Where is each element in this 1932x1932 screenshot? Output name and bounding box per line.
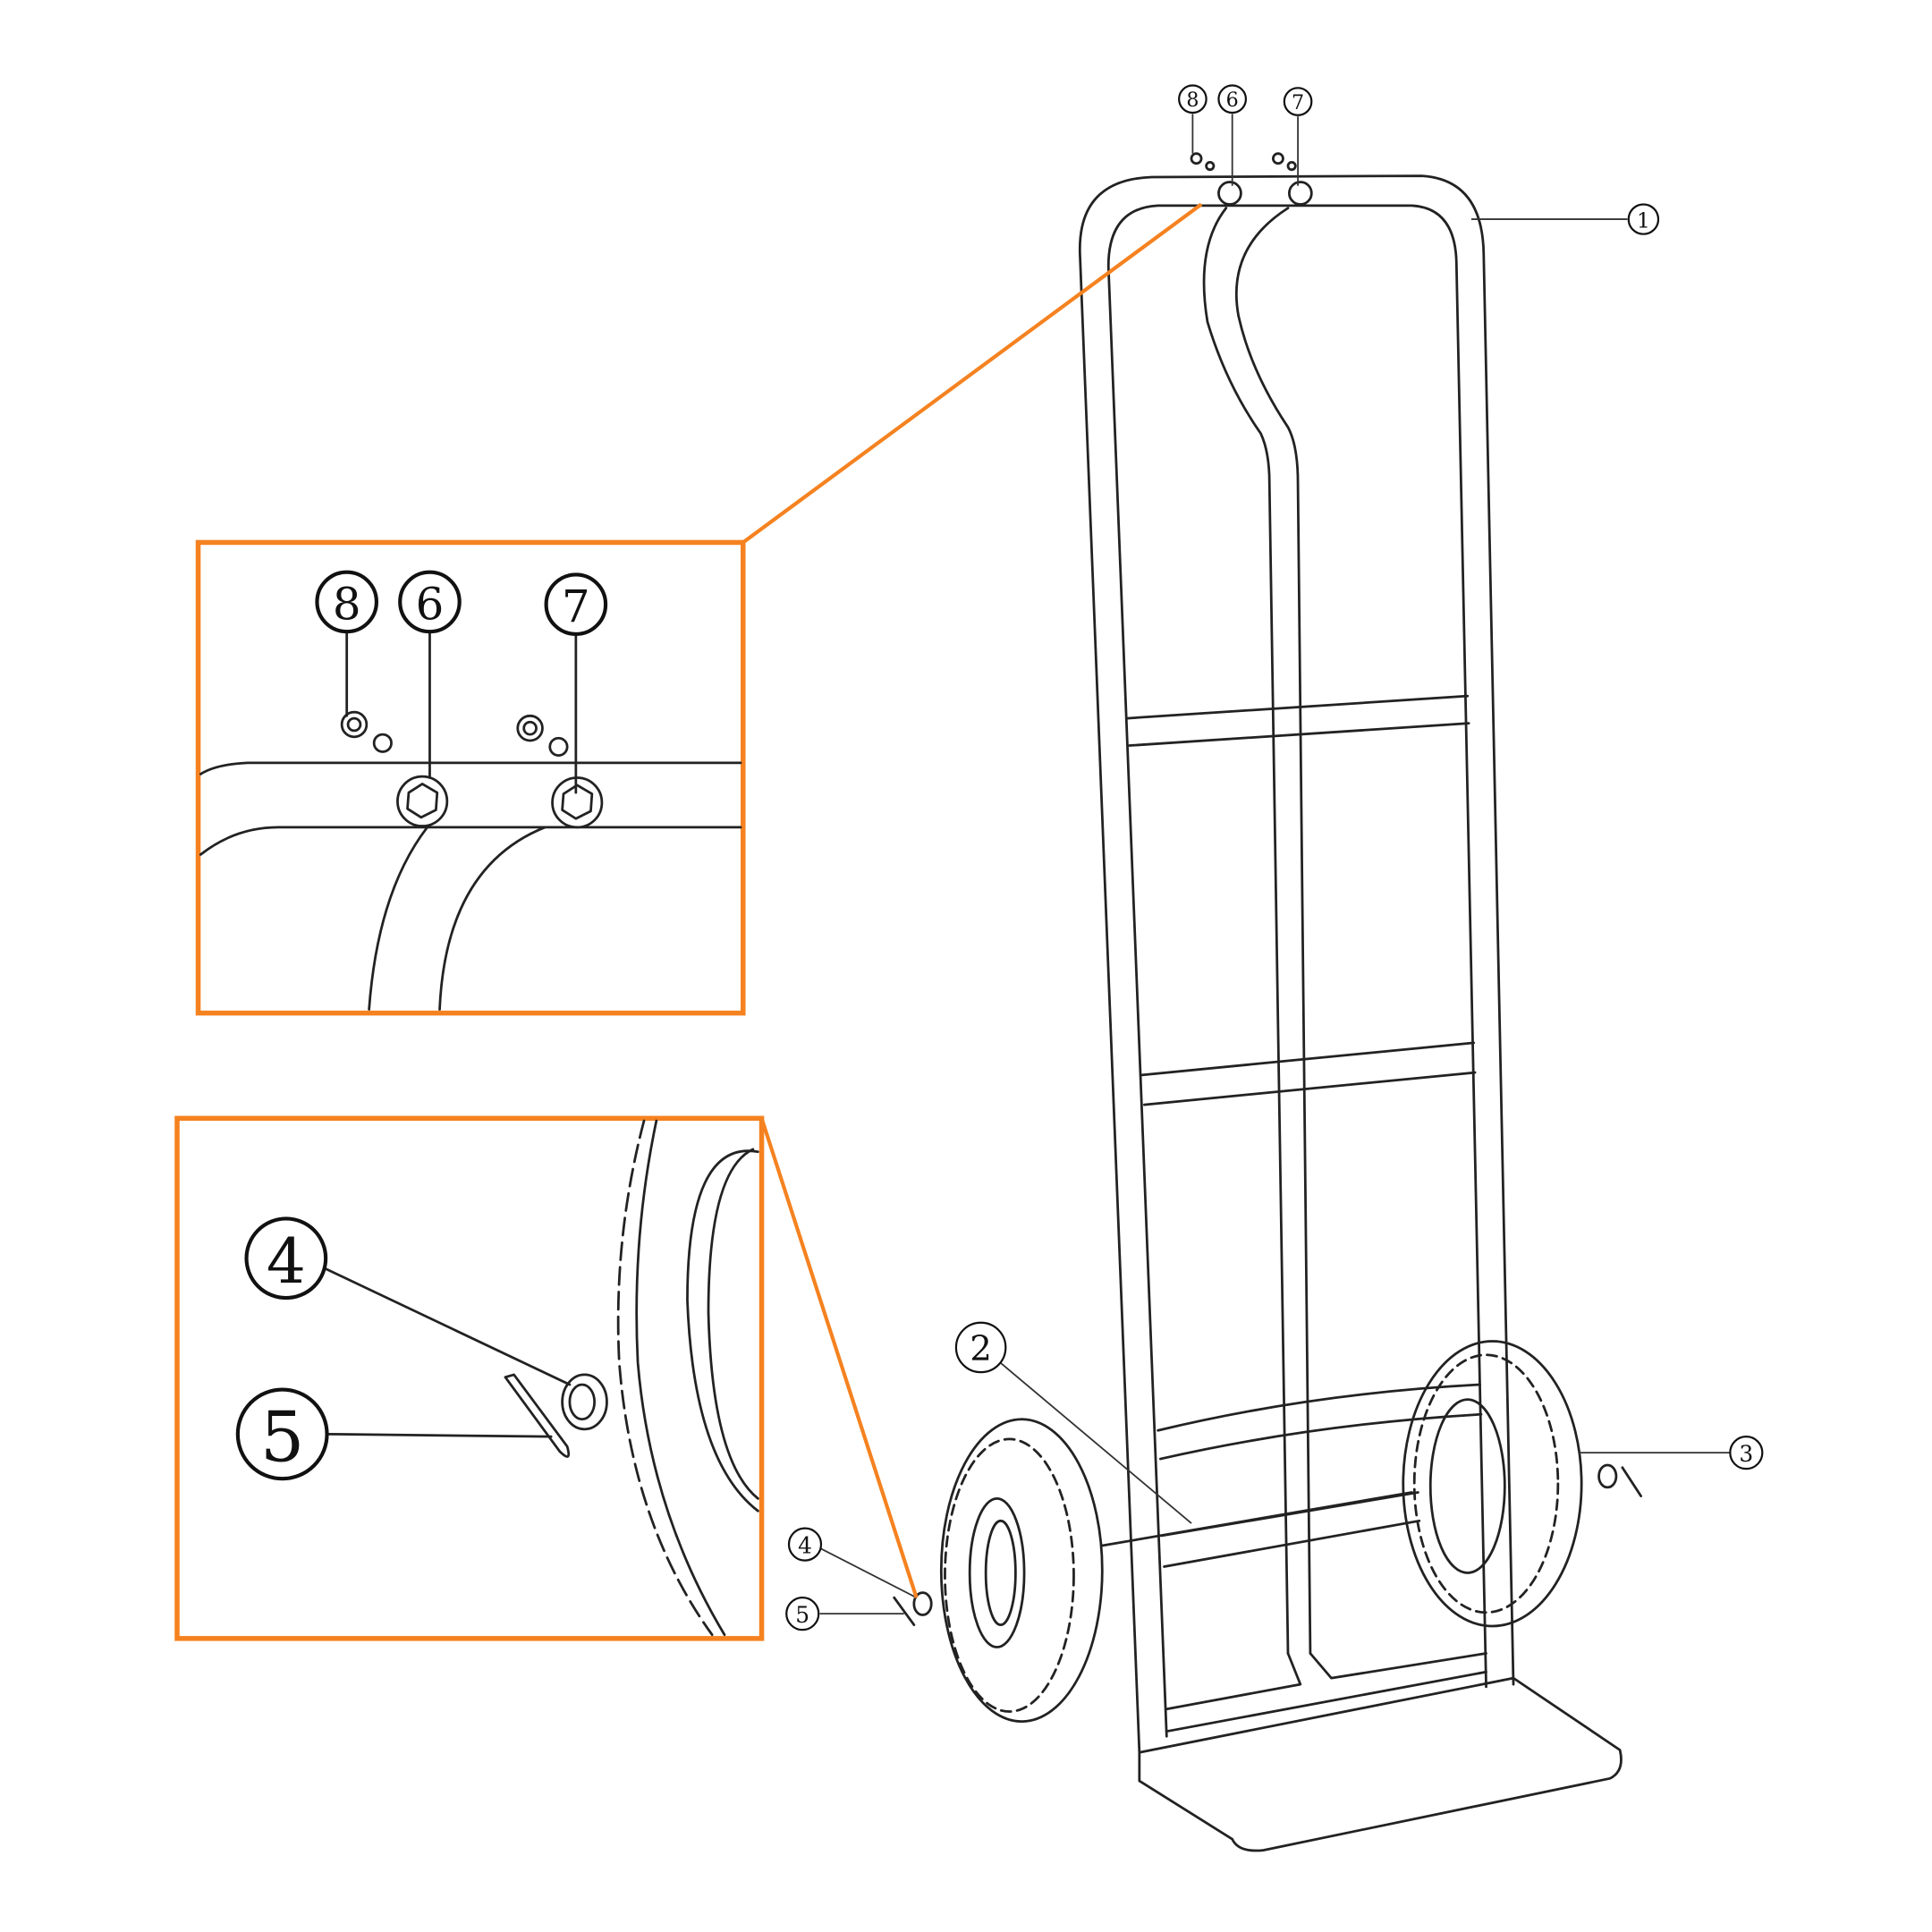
svg-text:5: 5: [260, 1398, 304, 1479]
washer-and-cotter-pin: [893, 1591, 933, 1626]
inset-callout-8: 8: [315, 570, 378, 634]
frame-part-1: [1078, 174, 1515, 1754]
callout-7: 7: [1283, 87, 1313, 116]
svg-text:5: 5: [795, 1602, 809, 1628]
inset-top-detail: [195, 539, 746, 1016]
svg-text:1: 1: [1637, 208, 1650, 233]
svg-text:7: 7: [1292, 91, 1304, 114]
callout-6: 6: [1217, 84, 1248, 114]
callout-5: 5: [785, 1597, 820, 1631]
callout-3: 3: [1729, 1436, 1764, 1470]
callout-8: 8: [1178, 84, 1208, 114]
left-wheel: [939, 1418, 1104, 1723]
axle-part-3: [1100, 1463, 1642, 1547]
inset-bottom-connector: [759, 1117, 919, 1598]
svg-text:4: 4: [798, 1532, 812, 1558]
svg-text:3: 3: [1739, 1441, 1753, 1467]
svg-text:8: 8: [333, 579, 361, 631]
callout-1: 1: [1627, 203, 1660, 235]
nose-plate: [1138, 1676, 1623, 1852]
svg-text:7: 7: [562, 580, 590, 632]
top-bolts: [1190, 152, 1313, 206]
svg-text:4: 4: [267, 1226, 306, 1298]
callout-4: 4: [787, 1527, 823, 1562]
right-wheel: [1402, 1340, 1583, 1628]
inset-callout-6: 6: [398, 570, 462, 634]
svg-text:6: 6: [416, 579, 445, 631]
callout-2: 2: [954, 1321, 1007, 1374]
inset-top-connector: [741, 202, 1203, 545]
svg-text:2: 2: [970, 1328, 992, 1368]
svg-text:6: 6: [1226, 89, 1239, 112]
leader-lines: [819, 114, 1731, 1615]
svg-text:8: 8: [1186, 89, 1199, 112]
inset-bottom-detail: [174, 1115, 765, 1641]
inset-callout-7: 7: [544, 572, 608, 636]
inset-callout-4: 4: [244, 1216, 328, 1301]
inset-callout-5: 5: [235, 1387, 329, 1481]
